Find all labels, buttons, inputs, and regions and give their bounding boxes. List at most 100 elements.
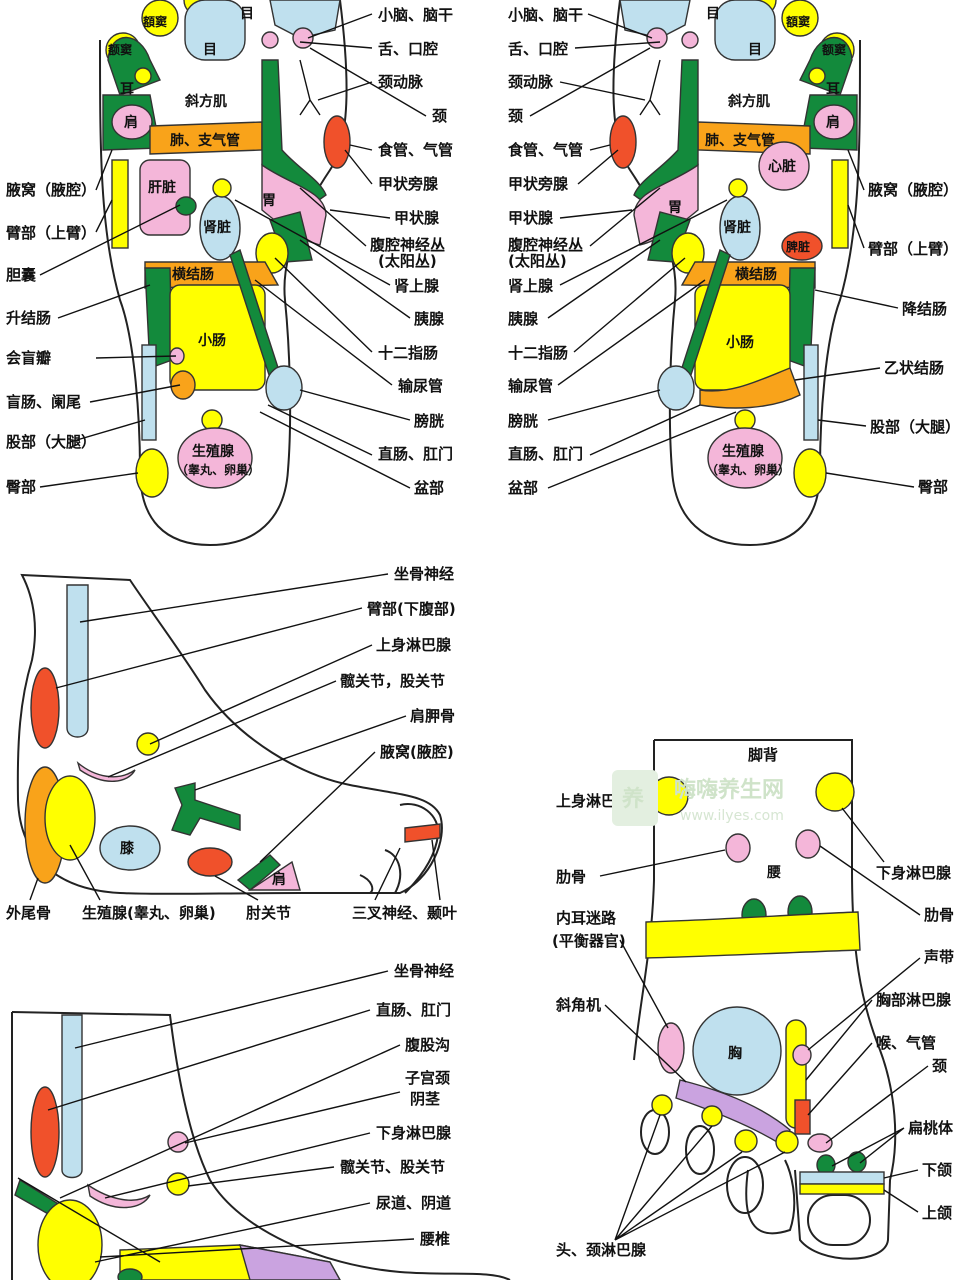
dorsal-toe-1 (640, 1109, 670, 1155)
left-kidney-label: 肾脏 (203, 219, 231, 236)
lateral-axilla (236, 854, 282, 891)
right-sole-label-pancreas: 胰腺 (508, 310, 539, 328)
left-eye-label: 目 (203, 42, 217, 58)
left-ear-label: 耳 (120, 82, 134, 98)
lateral-knee (99, 825, 161, 871)
left-eye-zone (184, 0, 246, 61)
dorsal-label-head-lymph: 头、颈淋巴腺 (556, 1241, 647, 1259)
right-genital (707, 427, 783, 489)
lateral-foot-diagram: 膝 肩 坐骨神经 臂部(下腹部) 上身淋巴腺 髋关节，股关节 肩胛骨 腋窝(腋腔… (5, 565, 457, 922)
left-sole-label-solar-plexus-sub: (太阳丛) (378, 252, 437, 270)
dorsal-rib-left (725, 833, 751, 863)
right-colon-label: 横结肠 (735, 266, 777, 283)
dorsal-label-scalene: 斜角机 (555, 996, 601, 1014)
dorsal-leaders-right (805, 807, 929, 1213)
medial-label-urethra: 尿道、阴道 (376, 1194, 451, 1212)
dorsal-rib-right (795, 829, 821, 859)
right-heart-label: 心脏 (768, 158, 796, 175)
left-sole-label-pancreas: 胰腺 (414, 310, 445, 328)
right-sinus-1 (781, 0, 819, 37)
right-sole-label-solar-plexus: 腹腔神经丛 (508, 236, 583, 254)
right-eye-label-2: 目 (706, 6, 720, 22)
left-sole-label-tongue: 舌、口腔 (378, 40, 438, 58)
lateral-toe-2 (384, 849, 402, 894)
right-genital-label: 生殖腺 (722, 443, 765, 460)
left-sole-label-cerebellum: 小脑、脑干 (378, 6, 453, 24)
left-liver-label: 肝脏 (148, 179, 176, 196)
right-sole-label-axilla: 腋窝（腋腔） (868, 181, 958, 199)
watermark: 养 嗨嗨养生网 www.ilyes.com (612, 770, 784, 826)
lateral-knee-label: 膝 (120, 841, 135, 857)
medial-urethra-line (17, 1177, 161, 1263)
left-parathyroid (323, 115, 351, 169)
dorsal-label-rib-left: 肋骨 (556, 868, 586, 886)
watermark-logo: 养 (621, 786, 644, 812)
right-sole-label-rectum: 直肠、肛门 (508, 445, 583, 463)
lateral-upper-lymph (136, 732, 160, 756)
right-sole-label-neck: 颈 (507, 107, 523, 125)
lateral-label-genital: 生殖腺(睾丸、卵巢) (82, 904, 216, 922)
left-sole-label-parathyroid: 甲状旁腺 (378, 175, 439, 193)
right-shoulder-label: 肩 (826, 114, 840, 131)
left-sole-label-carotid: 颈动脉 (377, 73, 424, 91)
right-kidney-label: 肾脏 (723, 219, 751, 236)
left-gallbladder (175, 196, 197, 216)
left-sole-label-appendix: 盲肠、阑尾 (6, 393, 81, 411)
watermark-name: 嗨嗨养生网 (674, 777, 784, 803)
lateral-leaders-bottom (29, 839, 441, 901)
left-sole-label-buttock: 臀部 (6, 478, 36, 496)
left-cerebellum (292, 27, 314, 49)
dorsal-label-chest-lymph: 胸部淋巴腺 (876, 991, 952, 1009)
right-eye-dot-1 (808, 67, 826, 85)
left-shoulder-label: 肩 (124, 114, 138, 131)
right-buttock (793, 448, 827, 498)
right-sole-label-parathyroid: 甲状旁腺 (508, 175, 569, 193)
left-eye-label-2: 目 (240, 6, 254, 22)
dorsal-toe-4 (745, 1159, 796, 1235)
left-genital (177, 427, 253, 489)
left-arm-zone (111, 159, 129, 249)
left-eye-dot-1 (134, 67, 152, 85)
right-thigh-zone (803, 344, 819, 441)
left-sole-label-pelvis: 盆部 (413, 479, 444, 497)
lateral-label-lower-abdomen: 臂部(下腹部) (367, 600, 456, 618)
right-spleen (781, 231, 823, 261)
dorsal-lower-jaw (799, 1171, 885, 1185)
left-sole-label-bladder: 膀胱 (414, 412, 444, 430)
right-lung-label: 肺、支气管 (705, 132, 775, 149)
right-sinus-label-2: 额窦 (822, 42, 846, 57)
lateral-label-coccyx: 外尾骨 (5, 904, 51, 922)
left-sinus-label-2: 额窦 (108, 42, 132, 57)
right-sigmoid (699, 367, 801, 409)
left-shoulder (111, 104, 153, 140)
dorsal-inner-ear (657, 1022, 685, 1074)
lateral-label-scapula: 肩胛骨 (410, 707, 455, 725)
dorsal-head-lymph-1 (651, 1094, 673, 1116)
lateral-genital (44, 775, 96, 861)
right-sole-label-duodenum: 十二指肠 (508, 344, 568, 362)
right-eye-label: 目 (748, 42, 762, 58)
dorsal-label-tonsil: 扁桃体 (908, 1119, 954, 1137)
right-sole-label-carotid: 颈动脉 (507, 73, 554, 91)
right-rectum (734, 409, 756, 431)
left-sole-label-gallbladder: 胆囊 (6, 266, 37, 284)
medial-label-cervix: 子宫颈 (405, 1069, 450, 1087)
left-sole-leaders-left (39, 149, 181, 488)
right-sole-label-solar-plexus-sub: (太阳丛) (508, 252, 567, 270)
left-sinus-label-1: 額窦 (142, 14, 167, 29)
lateral-lower-abdomen (30, 667, 60, 749)
right-sole-label-buttock: 臀部 (918, 478, 948, 496)
left-sinus-1 (141, 0, 179, 37)
medial-lower-lymph (166, 1172, 190, 1196)
right-sole-label-tongue: 舌、口腔 (508, 40, 568, 58)
left-sole-label-thyroid: 甲状腺 (394, 209, 440, 227)
dorsal-label-vocal-cord: 声带 (923, 948, 954, 966)
right-sole-outline (612, 0, 861, 547)
dorsal-label-lower-jaw: 下颌 (922, 1161, 952, 1179)
left-genital-label: 生殖腺 (192, 443, 235, 460)
right-sinus-label-1: 額窦 (785, 14, 810, 29)
left-sole-label-adrenal: 肾上腺 (394, 277, 440, 295)
lateral-shoulder (247, 860, 301, 891)
medial-label-penis: 阴茎 (410, 1090, 440, 1108)
